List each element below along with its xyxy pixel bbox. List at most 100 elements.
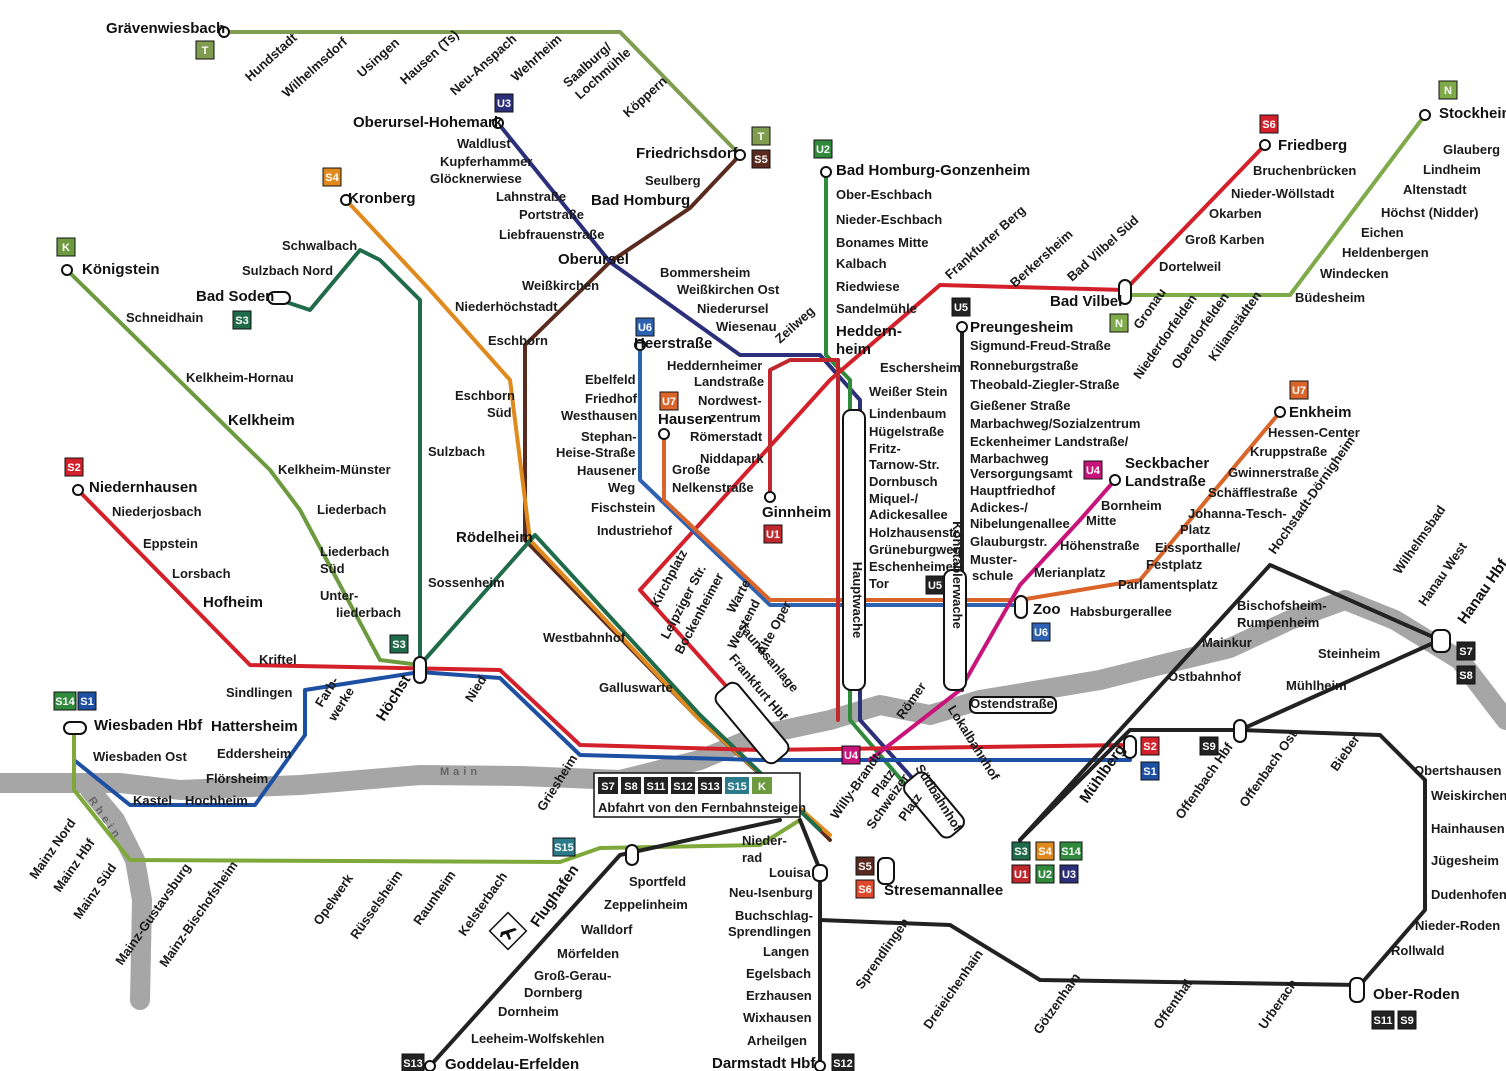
station-label-giessener_strasse[interactable]: Gießener Straße [970, 398, 1070, 413]
station-label-musterschule_1[interactable]: Muster- [970, 552, 1017, 567]
station-label-eckenheimer_ls[interactable]: Eckenheimer Landstraße/ [970, 434, 1129, 449]
line-badge-U1-sb[interactable]: U1 [1011, 864, 1031, 884]
line-badge-S4[interactable]: S4 [322, 167, 342, 187]
station-label-weiskirchen[interactable]: Weiskirchen [1431, 788, 1506, 803]
station-label-stockheim[interactable]: Stockheim [1439, 105, 1506, 122]
station-label-bruchenbruecken[interactable]: Bruchenbrücken [1253, 163, 1356, 178]
station-label-niederrad_1[interactable]: Nieder- [742, 833, 787, 848]
line-badge-U5-pr[interactable]: U5 [951, 297, 971, 317]
station-label-schneidhain[interactable]: Schneidhain [126, 310, 203, 325]
station-label-sossenheim[interactable]: Sossenheim [428, 575, 505, 590]
terminus-stockheim[interactable] [1419, 109, 1431, 121]
line-badge-S3-bs[interactable]: S3 [232, 310, 252, 330]
station-label-schaefflestrasse[interactable]: Schäfflestraße [1208, 485, 1298, 500]
interchange-hoechst[interactable] [413, 656, 427, 684]
station-label-kastel[interactable]: Kastel [133, 793, 172, 808]
station-label-hoehenstrasse[interactable]: Höhenstraße [1060, 538, 1139, 553]
station-label-wiesbaden_hbf[interactable]: Wiesbaden Hbf [94, 717, 203, 734]
line-badge-S5-st[interactable]: S5 [855, 856, 875, 876]
station-label-gross_karben[interactable]: Groß Karben [1185, 232, 1265, 247]
station-label-eschborn_sued_2[interactable]: Süd [487, 405, 512, 420]
station-label-moerfelden[interactable]: Mörfelden [557, 946, 619, 961]
interchange-wiesbaden[interactable] [63, 721, 87, 735]
station-label-ronneburgstrasse[interactable]: Ronneburgstraße [970, 358, 1078, 373]
station-label-hessen_center[interactable]: Hessen-Center [1268, 425, 1360, 440]
station-label-steinheim[interactable]: Steinheim [1318, 646, 1380, 661]
station-label-floersheim[interactable]: Flörsheim [206, 771, 268, 786]
station-label-kriftel[interactable]: Kriftel [259, 652, 297, 667]
station-label-bornheim_mitte_1[interactable]: Bornheim [1101, 498, 1162, 513]
station-label-langen[interactable]: Langen [763, 944, 809, 959]
station-label-stephan_heise_2[interactable]: Heise-Straße [556, 445, 635, 460]
fernbahn-badge-s11[interactable]: S11 [647, 781, 666, 793]
station-label-sigmund_freud[interactable]: Sigmund-Freud-Straße [970, 338, 1111, 353]
station-label-niederursel[interactable]: Niederursel [697, 301, 769, 316]
line-badge-U5-k[interactable]: U5 [925, 575, 945, 595]
station-label-nordwestzentrum_2[interactable]: zentrum [710, 410, 761, 425]
interchange-hbf[interactable] [712, 680, 791, 767]
fernbahn-badge-s12[interactable]: S12 [673, 781, 693, 793]
station-label-heddernheim_2[interactable]: heim [836, 341, 871, 358]
interchange-sportfeld[interactable] [625, 844, 639, 866]
station-label-gross_gerau_1[interactable]: Groß-Gerau- [534, 968, 611, 983]
station-label-unterliederbach_1[interactable]: Unter- [320, 588, 358, 603]
station-label-ostbahnhof[interactable]: Ostbahnhof [1168, 669, 1242, 684]
station-label-sprendlingen[interactable]: Sprendlingen [852, 915, 912, 992]
line-badge-U7-e[interactable]: U7 [1289, 380, 1309, 400]
line-badge-S14-sb[interactable]: S14 [1059, 841, 1083, 861]
station-label-kupferhammer[interactable]: Kupferhammer [440, 154, 532, 169]
station-label-johanna_tesch_2[interactable]: Platz [1180, 522, 1211, 537]
station-label-adickes_1[interactable]: Adickes-/ [970, 500, 1028, 515]
terminus-goddelau[interactable] [424, 1060, 436, 1071]
station-label-roemerstadt[interactable]: Römerstadt [690, 429, 763, 444]
line-badge-U6-h[interactable]: U6 [635, 317, 655, 337]
station-label-altenstadt[interactable]: Altenstadt [1403, 182, 1467, 197]
station-label-eddersheim[interactable]: Eddersheim [217, 746, 291, 761]
station-label-kalbach[interactable]: Kalbach [836, 256, 887, 271]
station-label-parlamentsplatz[interactable]: Parlamentsplatz [1118, 577, 1218, 592]
line-badge-U2-sb[interactable]: U2 [1035, 864, 1055, 884]
line-badge-S12-d[interactable]: S12 [831, 1053, 855, 1071]
station-label-wixhausen[interactable]: Wixhausen [743, 1010, 812, 1025]
station-label-mainkur[interactable]: Mainkur [1202, 635, 1252, 650]
station-label-heddernheimer_ls_2[interactable]: Landstraße [694, 374, 764, 389]
terminus-niedernhausen[interactable] [72, 484, 84, 496]
line-badge-S13-g[interactable]: S13 [401, 1053, 425, 1071]
station-label-niddapark[interactable]: Niddapark [700, 451, 764, 466]
station-label-kelkheim_muenster[interactable]: Kelkheim-Münster [278, 462, 391, 477]
line-badge-S5-fried[interactable]: S5 [751, 149, 771, 169]
line-badge-U4-s[interactable]: U4 [1083, 460, 1103, 480]
station-label-nieder_eschbach[interactable]: Nieder-Eschbach [836, 212, 942, 227]
station-label-kruppstrasse[interactable]: Kruppstraße [1250, 444, 1327, 459]
line-badge-U7-h[interactable]: U7 [659, 391, 679, 411]
terminus-hohemark[interactable] [492, 117, 504, 129]
station-label-walldorf[interactable]: Walldorf [581, 922, 633, 937]
station-label-niederhoechstadt[interactable]: Niederhöchstadt [455, 299, 558, 314]
station-label-heddernheimer_ls_1[interactable]: Heddernheimer [667, 358, 762, 373]
station-label-stephan_heise_1[interactable]: Stephan- [581, 429, 637, 444]
station-label-zeilweg[interactable]: Zeilweg [772, 303, 818, 346]
station-label-bad_homburg[interactable]: Bad Homburg [591, 192, 690, 209]
station-label-friedberg[interactable]: Friedberg [1278, 137, 1347, 154]
station-label-wiesenau[interactable]: Wiesenau [716, 319, 777, 334]
station-label-niedernhausen[interactable]: Niedernhausen [89, 479, 197, 496]
terminus-ginnheim[interactable] [764, 491, 776, 503]
station-label-seckbacher_2[interactable]: Landstraße [1125, 473, 1206, 490]
interchange-zoo[interactable] [1014, 595, 1028, 619]
station-label-liederbach[interactable]: Liederbach [317, 502, 386, 517]
station-label-enkheim[interactable]: Enkheim [1289, 404, 1352, 421]
line-badge-S7-hw[interactable]: S7 [1456, 641, 1476, 661]
station-label-miquel_1[interactable]: Miquel-/ [869, 491, 918, 506]
station-label-offenthal[interactable]: Offenthal [1150, 976, 1195, 1031]
station-label-weisskirchen_ost[interactable]: Weißkirchen Ost [677, 282, 780, 297]
station-label-friedhof_westhausen_2[interactable]: Westhausen [561, 408, 637, 423]
station-label-seckbacher_1[interactable]: Seckbacher [1125, 455, 1209, 472]
station-label-hundstadt[interactable]: Hundstadt [242, 30, 300, 85]
terminus-heerstrasse[interactable] [634, 339, 646, 351]
interchange-hanau[interactable] [1431, 629, 1451, 653]
station-label-versorgungsamt[interactable]: Versorgungsamt [970, 466, 1073, 481]
terminus-hausen[interactable] [658, 428, 670, 440]
station-label-grosse_nelkenstr_2[interactable]: Nelkenstraße [672, 480, 754, 495]
station-label-stresemannallee[interactable]: Stresemannallee [884, 882, 1003, 899]
station-label-heddernheim_1[interactable]: Heddern- [836, 323, 902, 340]
